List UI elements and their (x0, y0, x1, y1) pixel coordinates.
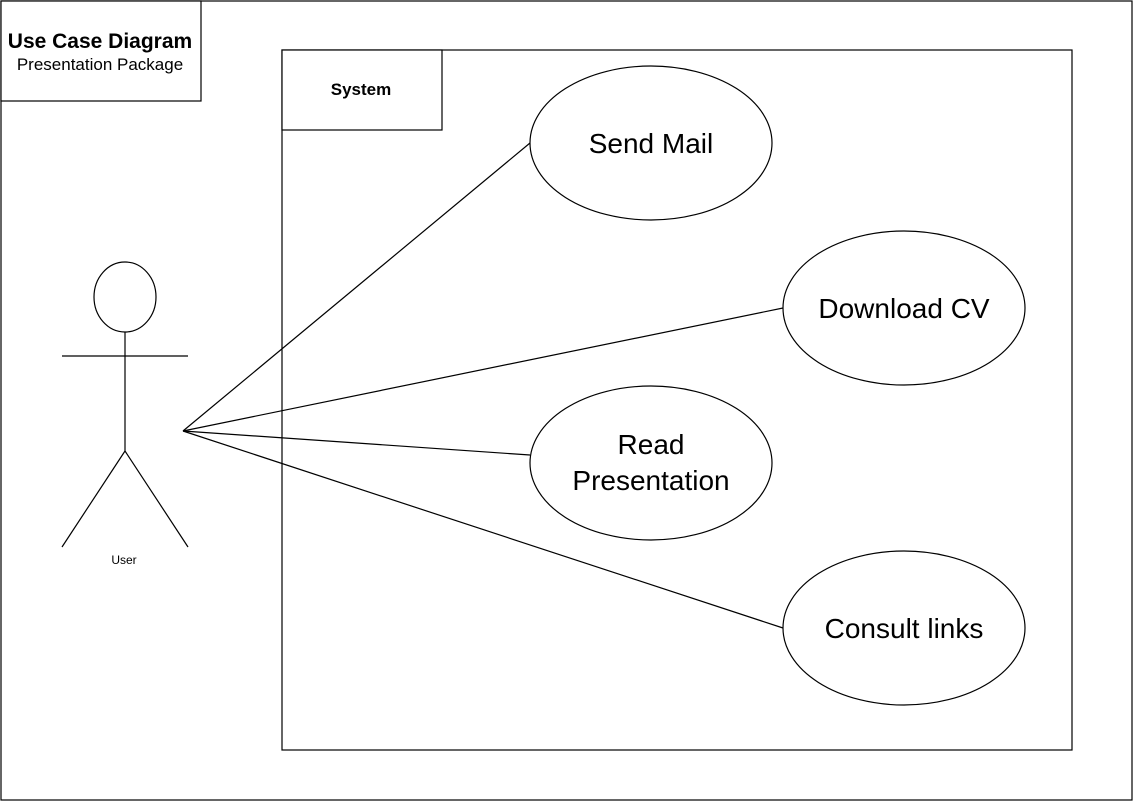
use-case-label: Download CV (818, 293, 990, 324)
diagram-title: Use Case Diagram (8, 30, 192, 53)
title-box-border (0, 0, 202, 102)
associations (182, 142, 784, 629)
actor-user (61, 261, 189, 548)
use-case-label: Send Mail (589, 128, 714, 159)
use-case-label: Consult links (825, 613, 984, 644)
system-boundary: System (281, 49, 1073, 751)
title-box: Use Case Diagram Presentation Package (0, 0, 202, 102)
actor-head (93, 261, 157, 333)
use-case-ellipse (529, 385, 773, 541)
association-send-mail (182, 142, 531, 432)
association-consult-links (182, 430, 784, 629)
association-download-cv (182, 307, 784, 432)
use-case-read-presentation: Read Presentation (529, 385, 773, 541)
system-label-box (281, 49, 443, 131)
association-read-presentation (182, 430, 531, 456)
actor-right-leg (124, 450, 189, 548)
use-case-ellipse (529, 65, 773, 221)
system-boundary-border (281, 49, 1073, 751)
use-case-consult-links: Consult links (782, 550, 1026, 706)
use-case-ellipse (782, 230, 1026, 386)
use-case-ellipse (782, 550, 1026, 706)
actor-left-leg (61, 450, 126, 548)
use-case-label-line-2: Presentation (572, 465, 729, 496)
use-case-send-mail: Send Mail (529, 65, 773, 221)
system-label: System (331, 80, 391, 99)
use-case-download-cv: Download CV (782, 230, 1026, 386)
actor-label: User (111, 553, 136, 567)
use-case-label-line-1: Read (618, 429, 685, 460)
diagram-subtitle: Presentation Package (17, 55, 183, 74)
